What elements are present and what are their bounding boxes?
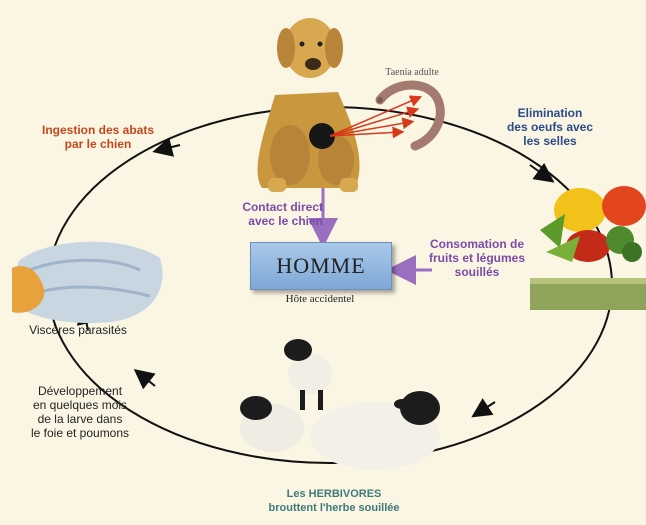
- consomation-label: Consomation de fruits et légumes souillé…: [418, 237, 536, 279]
- developpement-label: Développement en quelques mois de la lar…: [6, 384, 154, 440]
- homme-box: HOMME: [250, 242, 392, 290]
- taenia-label: Taenia adulte: [372, 66, 452, 80]
- grass-highlight: [530, 278, 646, 284]
- cycle-arrow-bottom-right: [478, 402, 495, 413]
- ingestion-label: Ingestion des abats par le chien: [18, 123, 178, 151]
- vegetables-illustration: [540, 186, 646, 262]
- herbivores-label: Les HERBIVORES brouttent l'herbe souillé…: [240, 487, 428, 515]
- viscera-illustration: [12, 242, 163, 323]
- sheep-illustration: [240, 339, 440, 470]
- cycle-arrow-top-right: [530, 165, 548, 178]
- contact-label: Contact direct avec le chien: [225, 200, 323, 228]
- visceres-label: Viscères parasités: [8, 323, 148, 337]
- elimination-label: Elimination des oeufs avec les selles: [488, 106, 612, 148]
- hote-label: Hôte accidentel: [270, 292, 370, 306]
- taenia-worm: [380, 85, 440, 146]
- dog-illustration: [258, 18, 360, 192]
- homme-label: HOMME: [276, 253, 365, 279]
- taenia-head: [377, 97, 383, 103]
